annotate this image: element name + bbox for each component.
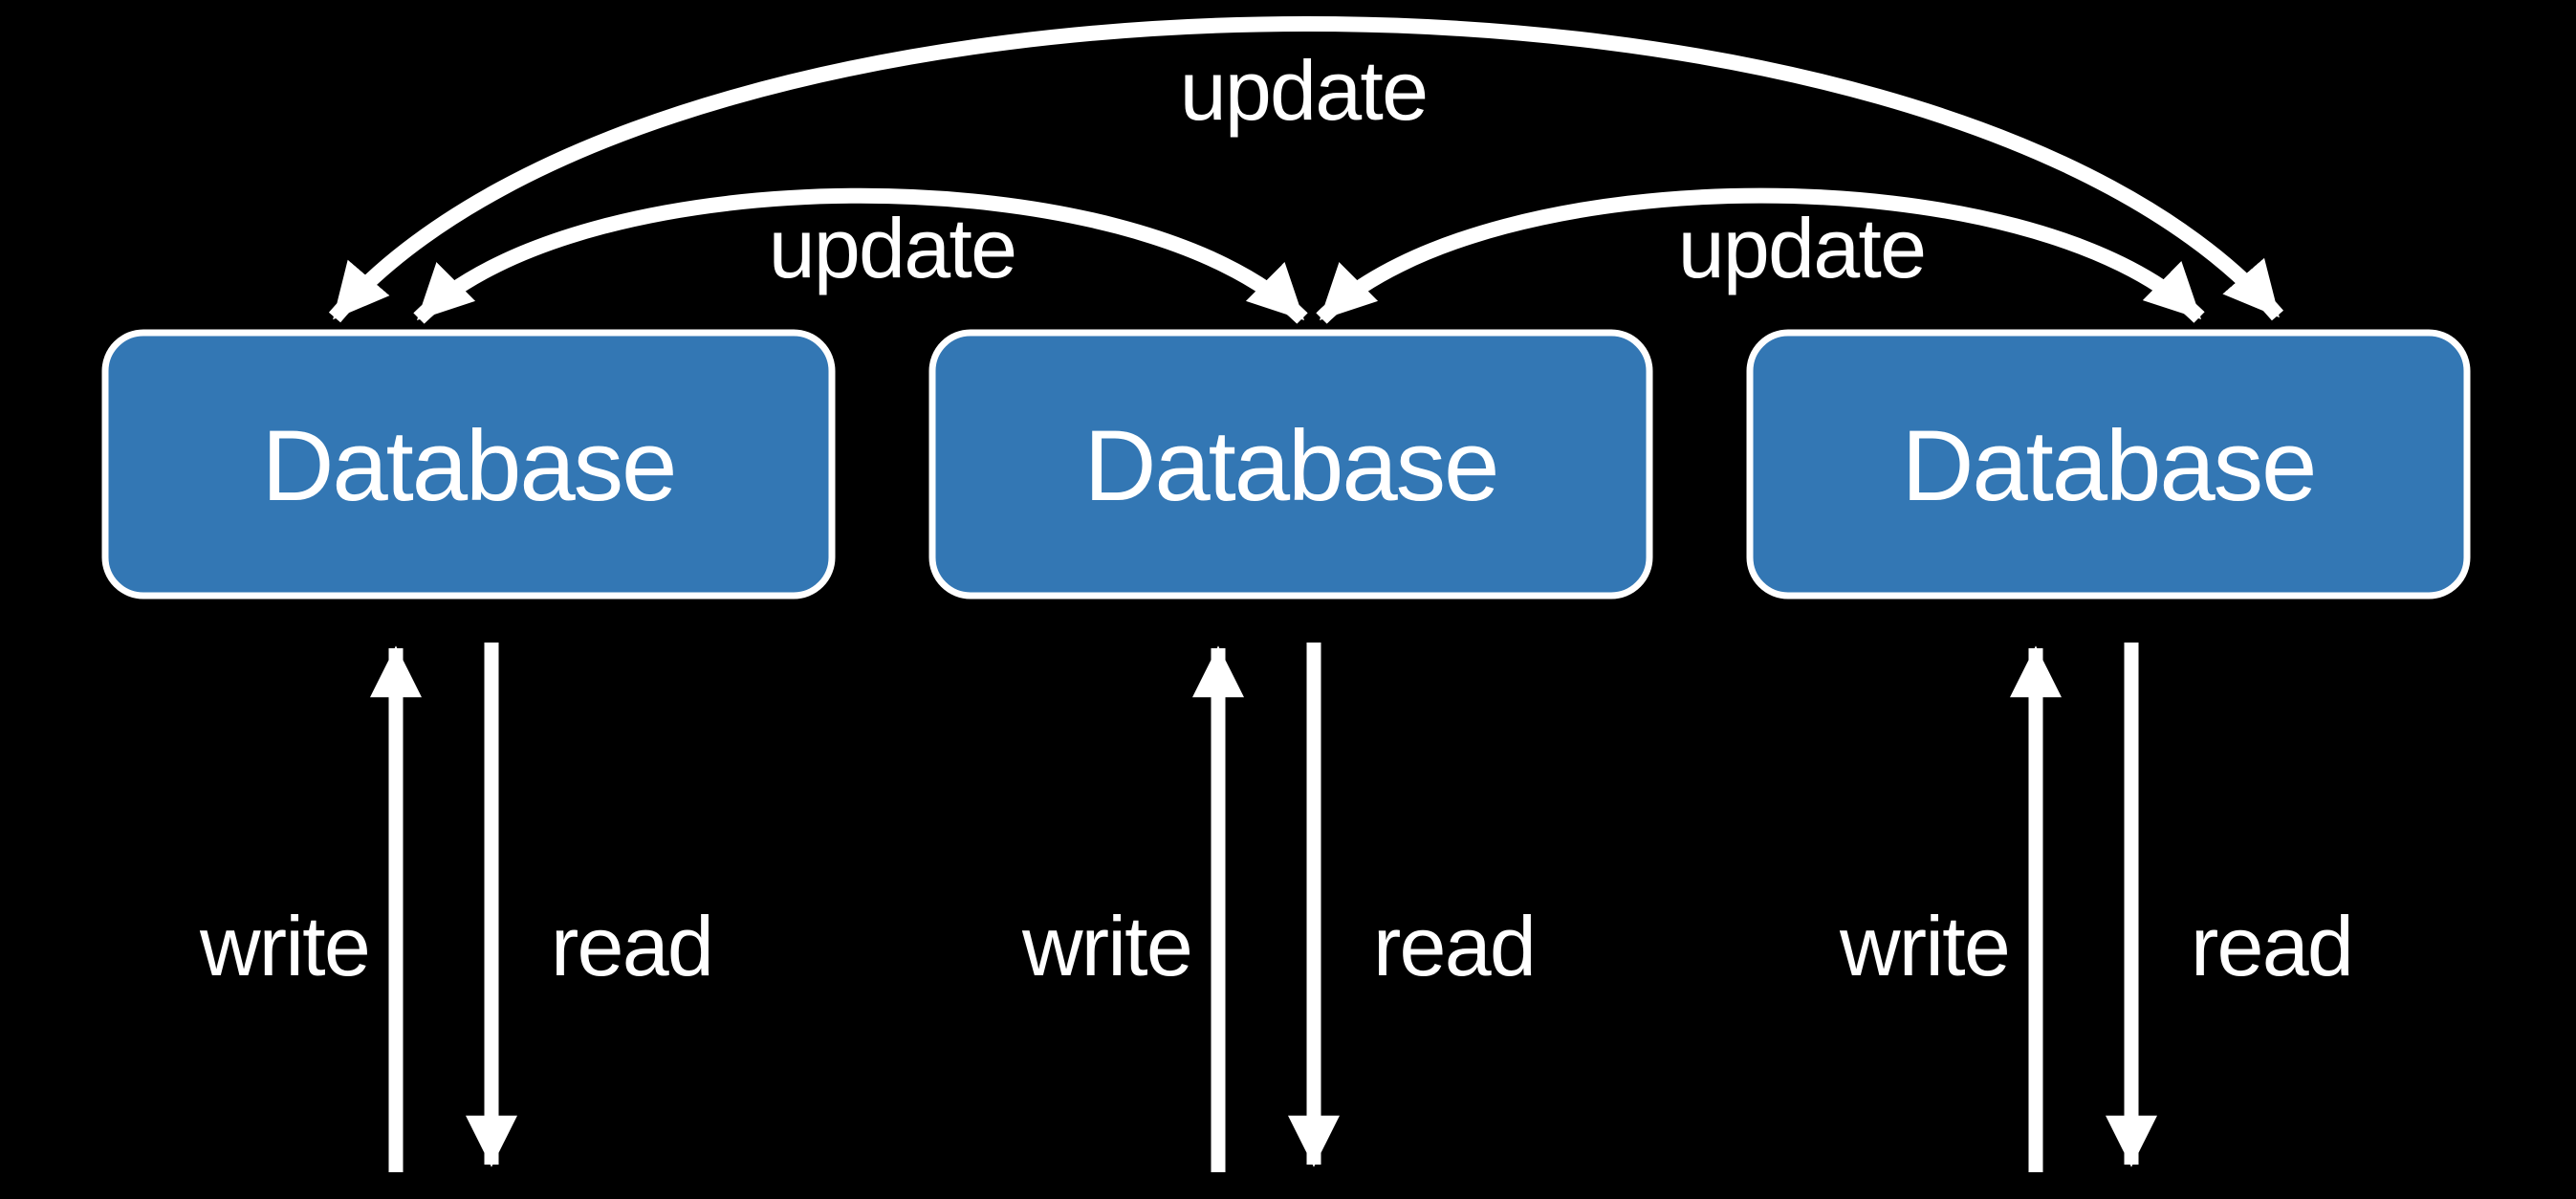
update-label-left: update (769, 201, 1016, 295)
database-box (101, 329, 836, 600)
read-label: read (551, 899, 712, 993)
database-label: Database (262, 410, 676, 522)
database-label: Database (1084, 410, 1498, 522)
read-label: read (2191, 899, 2352, 993)
database-node-left: Database (101, 329, 836, 600)
update-label-top: update (1180, 43, 1428, 138)
update-arrow-left-right (328, 16, 2284, 323)
io-arrows-right: write read (1839, 643, 2354, 1172)
database-box (1746, 329, 2471, 600)
write-label: write (1839, 899, 2009, 993)
update-label-right: update (1678, 201, 1926, 295)
io-arrows-left: write read (199, 643, 714, 1172)
database-node-middle: Database (928, 329, 1653, 600)
write-label: write (1021, 899, 1191, 993)
update-arrow-left-middle (413, 187, 1308, 324)
update-arc-left-middle: update (413, 187, 1308, 324)
database-label: Database (1902, 410, 2316, 522)
update-arrow-middle-right (1316, 187, 2205, 324)
read-label: read (1373, 899, 1535, 993)
io-arrows-middle: write read (1021, 643, 1537, 1172)
database-box (928, 329, 1653, 600)
database-node-right: Database (1746, 329, 2471, 600)
write-label: write (199, 899, 369, 993)
update-arc-middle-right: update (1316, 187, 2205, 324)
update-arc-left-right: update (328, 16, 2284, 323)
